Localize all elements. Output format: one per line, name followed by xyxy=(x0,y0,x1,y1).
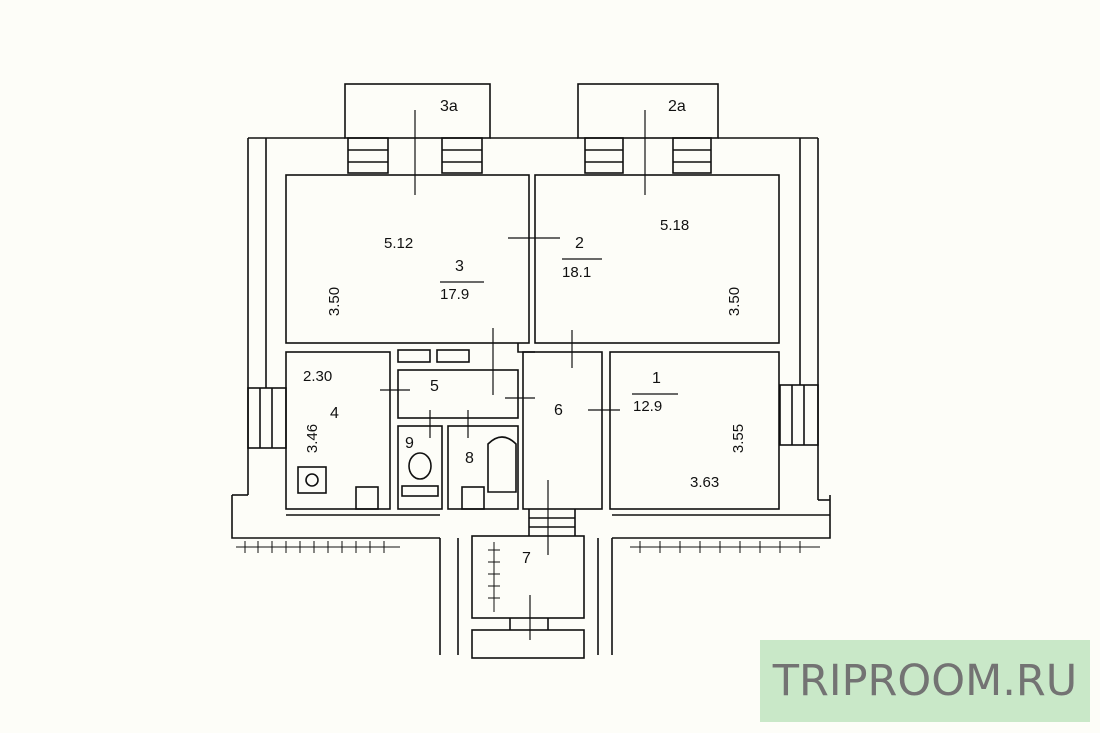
balcony-2a xyxy=(577,83,719,139)
sink-icon xyxy=(355,486,379,510)
room-2-width: 5.18 xyxy=(660,217,690,234)
room-4-number: 4 xyxy=(330,405,339,422)
room-3-width: 5.12 xyxy=(384,235,414,252)
dimension-ticks xyxy=(236,541,820,612)
room-2-number: 2 xyxy=(575,235,584,252)
watermark-banner: TRIPROOM.RU xyxy=(760,640,1090,722)
room-3-depth: 3.50 xyxy=(326,286,344,317)
outer-walls xyxy=(231,137,831,655)
room-3-outline xyxy=(285,174,530,344)
room-1-outline xyxy=(609,351,780,510)
bathtub-icon xyxy=(487,436,517,493)
room-4-outline xyxy=(285,351,391,510)
room-6-number: 6 xyxy=(554,402,563,419)
room-7-lower xyxy=(471,629,585,659)
room-9-number: 9 xyxy=(405,435,414,452)
sink-icon xyxy=(461,486,485,510)
toilet-icon xyxy=(408,452,432,480)
room-4-width: 2.30 xyxy=(303,368,333,385)
room-5-number: 5 xyxy=(430,378,439,395)
room-1-area: 12.9 xyxy=(633,398,663,415)
room-3-number: 3 xyxy=(455,258,464,275)
room-3-area: 17.9 xyxy=(440,286,470,303)
room-6-outline xyxy=(522,351,603,510)
room-7-number: 7 xyxy=(522,550,531,567)
room-8-number: 8 xyxy=(465,450,474,467)
room-1-width: 3.63 xyxy=(690,474,720,491)
room-1-depth: 3.55 xyxy=(730,423,748,454)
room-1-number: 1 xyxy=(652,370,661,387)
room-9-outline xyxy=(397,425,443,510)
room-4-depth: 3.46 xyxy=(304,423,322,454)
room-2-area: 18.1 xyxy=(562,264,592,281)
balcony-3a xyxy=(344,83,491,139)
room-5-outline xyxy=(397,369,519,419)
room-3a-label: 3а xyxy=(440,98,458,115)
windows-top xyxy=(347,137,712,174)
stove-icon xyxy=(297,466,327,494)
room-2-depth: 3.50 xyxy=(726,286,744,317)
room-2a-label: 2а xyxy=(668,98,686,115)
watermark-text: TRIPROOM.RU xyxy=(772,656,1078,706)
room-7-outline xyxy=(471,535,585,619)
room-2-outline xyxy=(534,174,780,344)
door-marks xyxy=(380,110,646,640)
